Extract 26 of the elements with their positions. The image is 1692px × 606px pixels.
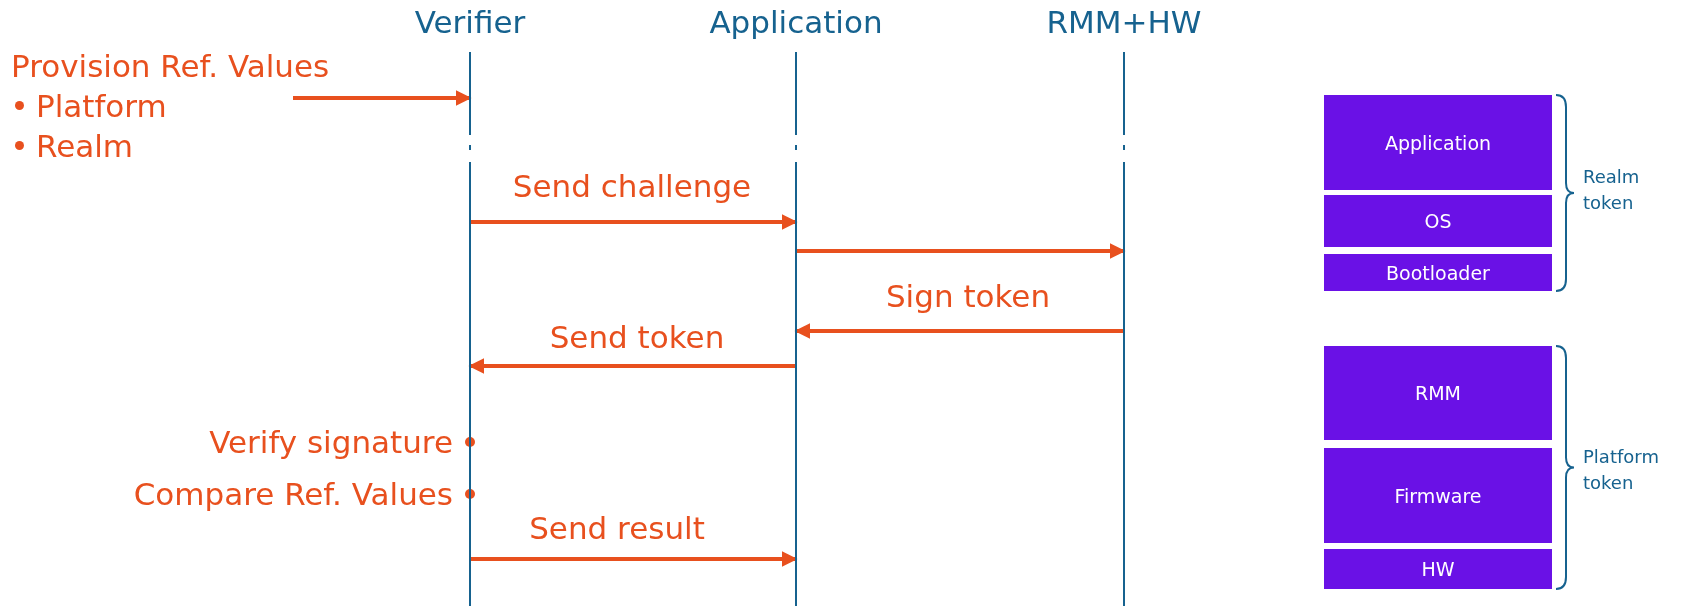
token-label: Platform token bbox=[1583, 445, 1660, 495]
lifeline-header: Application bbox=[709, 3, 883, 42]
stack-layer: OS bbox=[1324, 195, 1552, 247]
arrow bbox=[468, 358, 796, 374]
stack-layer: RMM bbox=[1324, 346, 1552, 440]
edge-label: Send token bbox=[549, 318, 725, 357]
step-note: Verify signature bbox=[209, 423, 453, 462]
stack-layer: Bootloader bbox=[1324, 254, 1552, 291]
edge-label: Sign token bbox=[885, 277, 1051, 316]
edge-label: Send result bbox=[529, 509, 705, 548]
lifeline-header: RMM+HW bbox=[1046, 3, 1202, 42]
step-note: Compare Ref. Values bbox=[133, 475, 453, 514]
token-label: Realm token bbox=[1583, 165, 1641, 215]
stack-layer: Firmware bbox=[1324, 448, 1552, 543]
bullet-item: Platform bbox=[36, 88, 167, 124]
note-heading: Provision Ref. Values bbox=[11, 48, 330, 84]
edge-label: Send challenge bbox=[512, 167, 752, 206]
bullet-item: Realm bbox=[36, 128, 134, 164]
stack-layer: Application bbox=[1324, 95, 1552, 190]
stack-layer: HW bbox=[1324, 549, 1552, 589]
arrow bbox=[470, 214, 798, 230]
arrow bbox=[293, 90, 472, 106]
lifeline-header: Verifier bbox=[414, 3, 526, 42]
arrow bbox=[794, 323, 1124, 339]
arrow bbox=[470, 551, 798, 567]
arrow bbox=[796, 243, 1126, 259]
